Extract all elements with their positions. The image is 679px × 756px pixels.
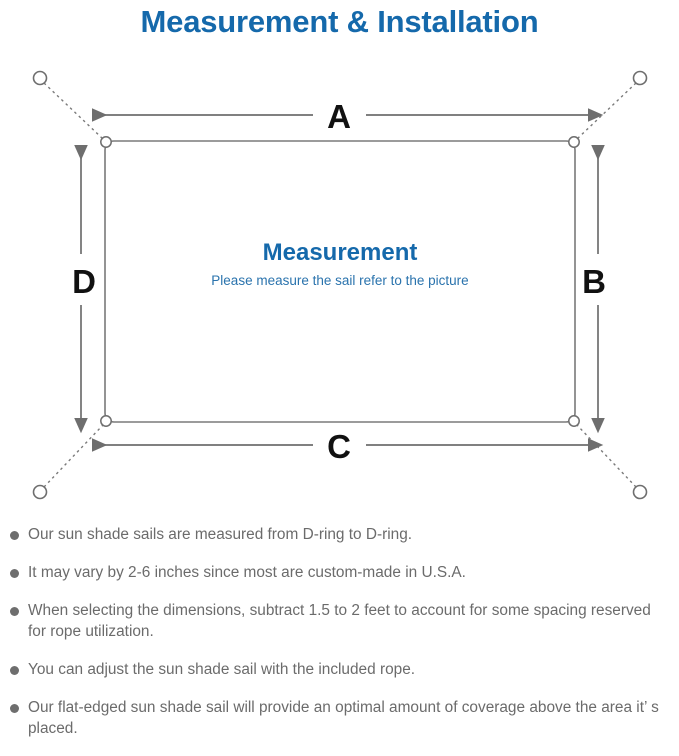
dimension-label-a: A <box>327 98 351 135</box>
list-item: When selecting the dimensions, subtract … <box>0 600 679 642</box>
dimension-label-c: C <box>327 428 351 465</box>
rope-bottom-right <box>576 424 637 488</box>
d-ring-bottom-right <box>568 415 580 427</box>
bullet-icon <box>10 666 19 675</box>
list-item: Our sun shade sails are measured from D-… <box>0 524 679 545</box>
anchor-rings <box>32 70 648 500</box>
bullet-icon <box>10 569 19 578</box>
rope-top-right <box>576 82 637 140</box>
d-ring-bottom-left <box>100 415 112 427</box>
d-ring-top-left <box>100 136 112 148</box>
rope-top-left <box>43 82 104 140</box>
anchor-ring-bottom-left <box>32 484 48 500</box>
anchor-ring-bottom-right <box>632 484 648 500</box>
list-item: You can adjust the sun shade sail with t… <box>0 659 679 680</box>
page-title: Measurement & Installation <box>140 4 539 39</box>
measurement-diagram: A C D B <box>0 52 679 512</box>
bullet-icon <box>10 531 19 540</box>
list-item: It may vary by 2-6 inches since most are… <box>0 562 679 583</box>
d-ring-top-right <box>568 136 580 148</box>
sail-rectangle <box>104 140 576 423</box>
rope-lines <box>43 82 637 488</box>
anchor-ring-top-right <box>632 70 648 86</box>
note-text: You can adjust the sun shade sail with t… <box>28 661 416 678</box>
dimension-label-d: D <box>72 263 96 300</box>
bullet-icon <box>10 607 19 616</box>
note-text: Our sun shade sails are measured from D-… <box>28 526 413 543</box>
bullet-icon <box>10 704 19 713</box>
rope-bottom-left <box>43 424 104 488</box>
note-text: Our flat-edged sun shade sail will provi… <box>28 699 659 737</box>
d-rings <box>100 136 580 427</box>
dimension-label-b: B <box>582 263 606 300</box>
note-text: When selecting the dimensions, subtract … <box>28 602 651 640</box>
notes-list: Our sun shade sails are measured from D-… <box>0 524 679 756</box>
note-text: It may vary by 2-6 inches since most are… <box>28 564 466 581</box>
list-item: Our flat-edged sun shade sail will provi… <box>0 697 679 739</box>
diagram-canvas: A C D B <box>32 70 648 500</box>
anchor-ring-top-left <box>32 70 48 86</box>
